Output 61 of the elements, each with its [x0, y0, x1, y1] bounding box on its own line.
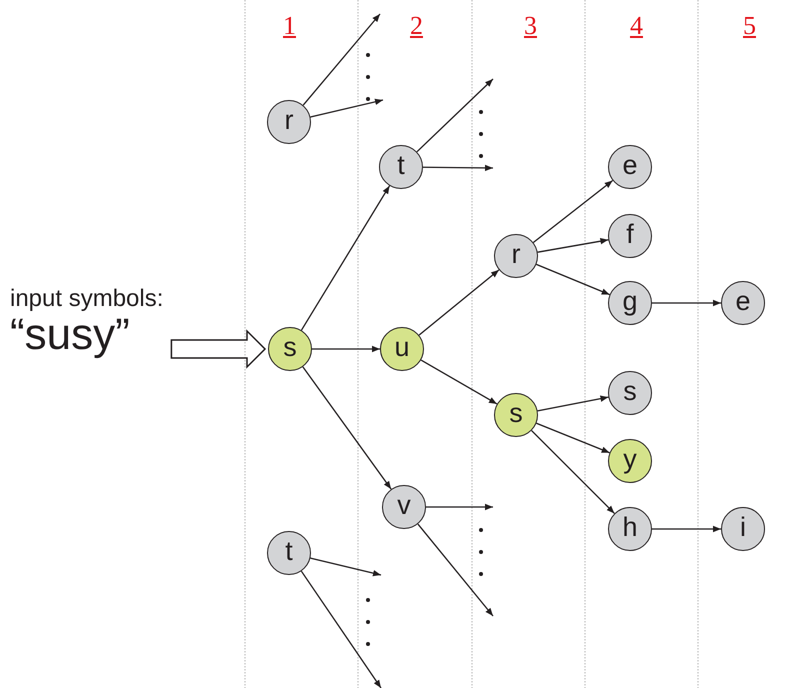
column-number: 5 [743, 12, 756, 40]
state-circle [379, 145, 423, 189]
arrow [418, 269, 500, 336]
arrow [652, 526, 721, 532]
block-arrow [170, 329, 266, 369]
state-circle [721, 507, 765, 551]
arrow [302, 14, 380, 106]
state-circle [608, 145, 652, 189]
arrow [417, 524, 494, 616]
node-letter: h [622, 514, 638, 541]
arrow [531, 430, 615, 514]
arrow [536, 422, 610, 454]
arrow [302, 366, 392, 490]
arrow [300, 185, 390, 331]
node-letter: e [622, 152, 638, 179]
column-number: 1 [283, 12, 296, 40]
node-letter: s [509, 400, 523, 427]
arrow [310, 98, 384, 118]
arrow [416, 78, 494, 152]
arrow [538, 238, 608, 253]
state-circle [608, 214, 652, 258]
node-letter: v [397, 492, 411, 519]
column-number: 3 [524, 12, 537, 40]
arrow [426, 504, 493, 510]
input-string: “susy” [10, 312, 130, 358]
node-letter: r [284, 107, 294, 134]
arrow [420, 359, 498, 405]
state-circle [267, 100, 311, 144]
state-circle [268, 327, 312, 371]
node-letter: t [285, 538, 293, 565]
node-letter: e [735, 288, 751, 315]
node-letter: i [740, 514, 746, 541]
node-letter: g [622, 288, 638, 315]
arrow [310, 557, 382, 576]
arrow [423, 164, 493, 172]
arrow [537, 396, 609, 412]
node-letter: f [626, 221, 634, 248]
node-letter: y [623, 446, 637, 473]
node-letter: r [512, 241, 520, 268]
node-letter: s [283, 334, 297, 361]
state-circle [494, 234, 538, 278]
state-circle [608, 281, 652, 325]
state-circle [608, 439, 652, 483]
node-letter: u [394, 334, 410, 361]
state-circle [380, 327, 424, 371]
arrow [652, 300, 721, 306]
arrow [532, 180, 614, 243]
state-circle [608, 371, 652, 415]
node-letter: t [397, 152, 405, 179]
state-circle [721, 281, 765, 325]
arrow [312, 346, 380, 352]
column-number: 4 [630, 12, 643, 40]
node-letter: s [623, 378, 637, 405]
input-caption: input symbols: [10, 286, 164, 312]
state-circle [494, 393, 538, 437]
state-circle [608, 507, 652, 551]
arrow [300, 570, 382, 688]
state-circle [382, 485, 426, 529]
arrow [536, 264, 610, 296]
column-number: 2 [410, 12, 423, 40]
state-circle [267, 531, 311, 575]
